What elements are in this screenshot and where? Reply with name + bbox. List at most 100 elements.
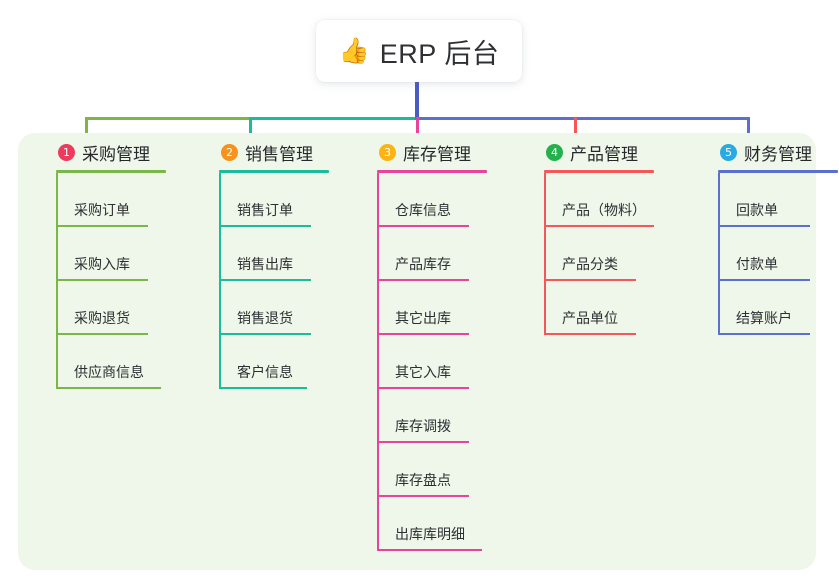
leaf-item-underline [377, 333, 469, 335]
leaf-item[interactable]: 销售订单 [219, 173, 329, 227]
leaf-item-underline [56, 387, 161, 389]
connector-bar-segment-2 [249, 117, 417, 120]
branch-title: 销售管理 [245, 144, 313, 164]
leaf-item[interactable]: 产品（物料） [544, 173, 654, 227]
leaf-item-underline [377, 549, 482, 551]
leaf-item[interactable]: 其它出库 [377, 281, 487, 335]
leaf-item-underline [219, 333, 311, 335]
leaf-item-underline [56, 333, 148, 335]
branch-panel: 1 采购管理采购订单采购入库采购退货供应商信息 2 销售管理销售订单销售出库销售退货客… [18, 133, 838, 570]
branch-header-underline [718, 170, 838, 173]
leaf-item-underline [718, 333, 810, 335]
branch-header-underline [544, 170, 654, 173]
branch-column-5: 5 财务管理回款单付款单结算账户 [700, 133, 838, 335]
branch-title: 采购管理 [82, 144, 150, 164]
branch-spine [544, 173, 546, 335]
leaf-item[interactable]: 仓库信息 [377, 173, 487, 227]
branch-spine [377, 173, 379, 551]
leaf-item-underline [377, 495, 469, 497]
leaf-item[interactable]: 客户信息 [219, 335, 329, 389]
branch-number-badge: 4 [546, 143, 563, 161]
branch-number-badge: 3 [379, 143, 396, 161]
branch-column-4: 4 产品管理产品（物料） 产品分类产品单位 [526, 133, 654, 335]
leaf-item[interactable]: 其它入库 [377, 335, 487, 389]
branch-number-badge: 2 [221, 143, 238, 161]
branch-title: 库存管理 [403, 144, 471, 164]
branch-spine [718, 173, 720, 335]
leaf-item-label: 客户信息 [237, 364, 293, 380]
branch-header-5[interactable]: 5 财务管理 [700, 133, 812, 171]
leaf-item-label: 采购入库 [74, 256, 130, 272]
leaf-item[interactable]: 出库库明细 [377, 497, 487, 551]
branch-column-2: 2 销售管理销售订单销售出库销售退货客户信息 [201, 133, 329, 389]
branch-header-2[interactable]: 2 销售管理 [201, 133, 313, 171]
branch-header-4[interactable]: 4 产品管理 [526, 133, 638, 171]
leaf-item-label: 产品单位 [562, 310, 618, 326]
leaf-item-label: 销售订单 [237, 202, 293, 218]
leaf-item-label: 回款单 [736, 202, 778, 218]
leaf-item[interactable]: 库存调拨 [377, 389, 487, 443]
branch-number-badge: 1 [58, 143, 75, 161]
leaf-item-underline [718, 225, 810, 227]
leaf-item-label: 库存调拨 [395, 418, 451, 434]
leaf-item-underline [219, 387, 307, 389]
branch-header-underline [56, 170, 166, 173]
leaf-item-underline [56, 225, 148, 227]
leaf-item[interactable]: 产品分类 [544, 227, 654, 281]
leaf-item-underline [718, 279, 810, 281]
leaf-item-underline [544, 279, 636, 281]
leaf-item-label: 仓库信息 [395, 202, 451, 218]
leaf-item[interactable]: 付款单 [718, 227, 828, 281]
branch-header-underline [219, 170, 329, 173]
leaf-item[interactable]: 结算账户 [718, 281, 828, 335]
leaf-item-underline [377, 279, 469, 281]
leaf-item-label: 其它出库 [395, 310, 451, 326]
leaf-item-label: 出库库明细 [395, 526, 465, 542]
branch-number-badge: 5 [720, 143, 737, 161]
branch-header-underline [377, 170, 487, 173]
leaf-item-label: 采购退货 [74, 310, 130, 326]
leaf-item[interactable]: 采购入库 [56, 227, 166, 281]
leaf-item[interactable]: 产品库存 [377, 227, 487, 281]
leaf-item[interactable]: 销售退货 [219, 281, 329, 335]
leaf-item-underline [219, 279, 311, 281]
branch-title: 产品管理 [570, 144, 638, 164]
leaf-item-underline [219, 225, 311, 227]
leaf-item-underline [56, 279, 148, 281]
leaf-item[interactable]: 供应商信息 [56, 335, 166, 389]
connector-bar-segment-1 [85, 117, 250, 120]
leaf-item-underline [377, 387, 469, 389]
branch-title: 财务管理 [744, 144, 812, 164]
branch-spine [219, 173, 221, 389]
leaf-item[interactable]: 库存盘点 [377, 443, 487, 497]
leaf-item-underline [377, 441, 469, 443]
leaf-item-label: 结算账户 [736, 310, 792, 326]
branch-column-1: 1 采购管理采购订单采购入库采购退货供应商信息 [38, 133, 166, 389]
leaf-item-underline [544, 333, 636, 335]
leaf-item[interactable]: 销售出库 [219, 227, 329, 281]
leaf-item[interactable]: 产品单位 [544, 281, 654, 335]
leaf-item-label: 销售出库 [237, 256, 293, 272]
leaf-item-label: 其它入库 [395, 364, 451, 380]
leaf-item-label: 销售退货 [237, 310, 293, 326]
leaf-item-underline [544, 225, 654, 227]
root-stem-connector [415, 82, 419, 120]
leaf-item-underline [377, 225, 469, 227]
leaf-item-label: 产品（物料） [562, 202, 646, 218]
leaf-item[interactable]: 回款单 [718, 173, 828, 227]
leaf-item-label: 产品库存 [395, 256, 451, 272]
root-node-title: ERP 后台 [379, 38, 500, 69]
leaf-item-label: 产品分类 [562, 256, 618, 272]
connector-bar-segment-3 [415, 117, 750, 120]
branch-header-1[interactable]: 1 采购管理 [38, 133, 150, 171]
leaf-item[interactable]: 采购订单 [56, 173, 166, 227]
leaf-item-label: 供应商信息 [74, 364, 144, 380]
thumbs-up-icon: 👍 [338, 36, 370, 65]
branch-spine [56, 173, 58, 389]
leaf-item[interactable]: 采购退货 [56, 281, 166, 335]
leaf-item-label: 库存盘点 [395, 472, 451, 488]
root-node-card[interactable]: 👍 ERP 后台 [316, 20, 522, 82]
leaf-item-label: 付款单 [736, 256, 778, 272]
branch-header-3[interactable]: 3 库存管理 [359, 133, 471, 171]
branch-column-3: 3 库存管理仓库信息产品库存其它出库其它入库库存调拨库存盘点出库库明细 [359, 133, 487, 551]
